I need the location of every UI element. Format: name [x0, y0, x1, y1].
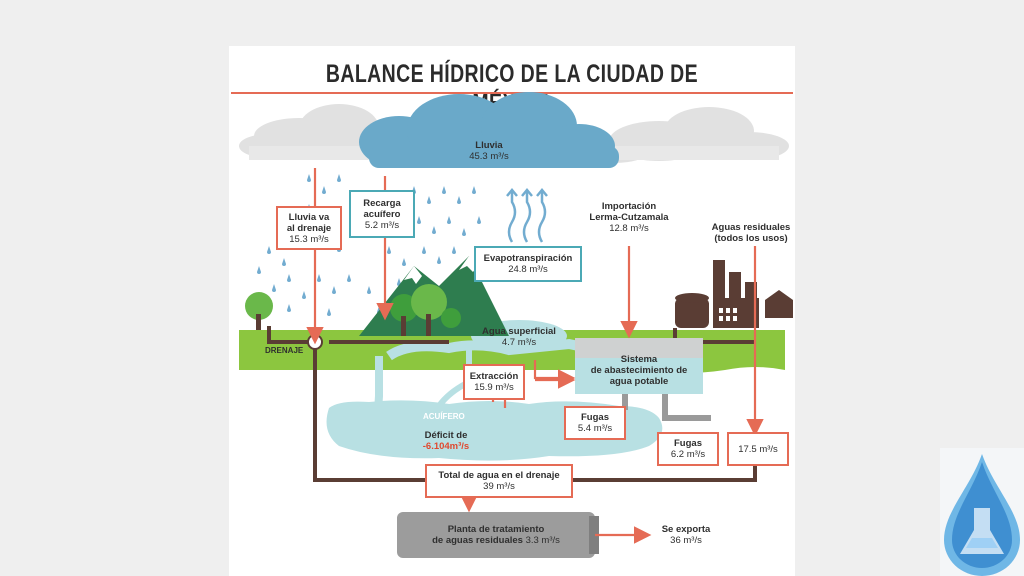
wastewater-value-box: 17.5 m³/s [727, 432, 789, 466]
flow-arrows [306, 168, 764, 544]
mountains [245, 256, 509, 336]
treatment-plant-label: Planta de tratamiento de aguas residuale… [432, 524, 560, 546]
aquifer-label: ACUÍFERO [423, 412, 465, 421]
wastewater-label: Aguas residuales(todos los usos) [711, 222, 791, 244]
rain-cloud [359, 92, 619, 168]
supply-system-shape [575, 338, 703, 394]
title-divider [231, 92, 793, 94]
infographic-card: BALANCE HÍDRICO DE LA CIUDAD DE MÉXICO [229, 46, 795, 576]
deficit-label: Déficit de-6.104m³/s [422, 430, 470, 452]
drainage-label: DRENAJE [265, 346, 304, 355]
water-balance-diagram [239, 92, 793, 558]
treatment-plant-tank [397, 512, 599, 558]
droplet-logo-icon [940, 448, 1024, 576]
factory-buildings [675, 260, 793, 328]
evaporation-arrows [506, 188, 548, 243]
